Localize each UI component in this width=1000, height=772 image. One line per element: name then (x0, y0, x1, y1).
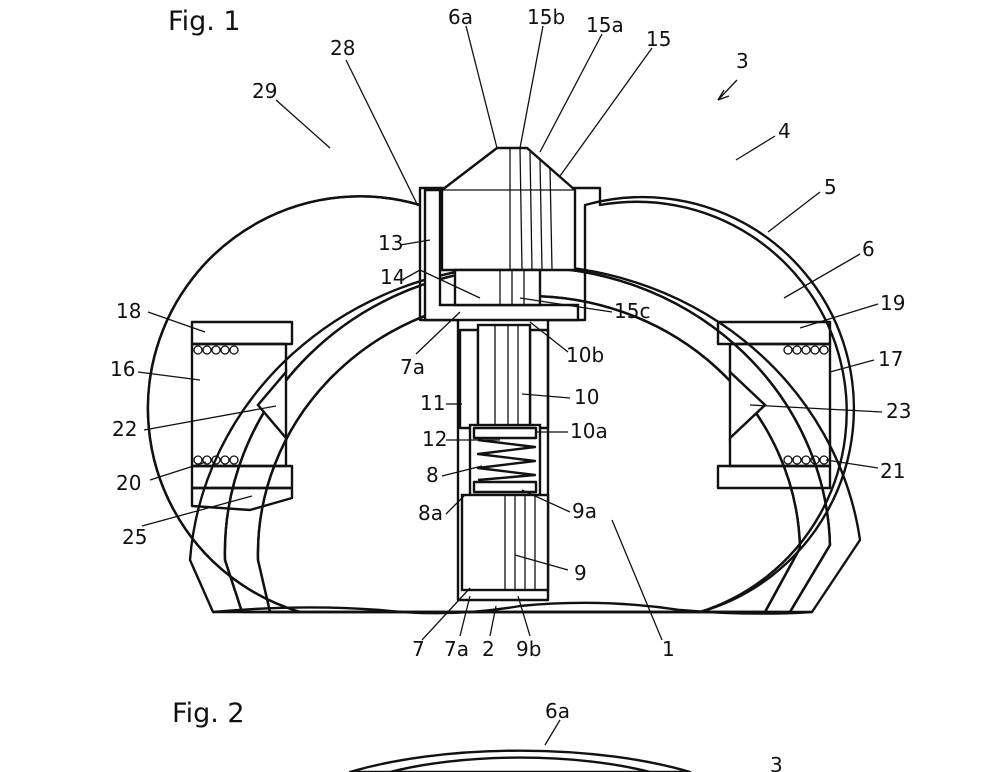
label-3: 3 (736, 49, 749, 73)
left-spring-top (193, 345, 239, 355)
core-ball (146, 195, 856, 614)
label-15a: 15a (586, 13, 624, 37)
label-20: 20 (116, 471, 141, 495)
label-23: 23 (886, 399, 911, 423)
label-17: 17 (878, 347, 903, 371)
break-line (212, 601, 813, 615)
label-14: 14 (380, 265, 405, 289)
label-25: 25 (122, 525, 147, 549)
label-2: 2 (482, 637, 495, 661)
label-9b: 9b (516, 637, 541, 661)
label-10a: 10a (570, 419, 608, 443)
label-21: 21 (880, 459, 905, 483)
leader-lines (137, 25, 883, 641)
label-15b: 15b (527, 5, 565, 29)
label-15c: 15c (614, 299, 650, 323)
label-16: 16 (110, 357, 135, 381)
right-spring-top (783, 345, 829, 355)
label-11: 11 (420, 391, 445, 415)
label-5: 5 (824, 175, 837, 199)
label-18: 18 (116, 299, 141, 323)
label-22: 22 (112, 417, 137, 441)
label-12: 12 (422, 427, 447, 451)
right-spring-bottom (783, 455, 829, 465)
figure-2: Fig. 2 6a 3 (172, 698, 783, 772)
label-28: 28 (330, 36, 355, 60)
label-19: 19 (880, 291, 905, 315)
bottom-seal-plate (190, 486, 294, 512)
label-15: 15 (646, 27, 671, 51)
label-7a-bottom: 7a (444, 637, 469, 661)
reference-labels: 6a 15b 15a 15 3 28 29 4 5 6 13 14 15c 18… (110, 5, 911, 661)
left-seal-block (190, 320, 294, 490)
label-9: 9 (574, 561, 587, 585)
figure-2-title: Fig. 2 (172, 698, 245, 729)
label-1: 1 (662, 637, 675, 661)
label-13: 13 (378, 231, 403, 255)
label-8: 8 (426, 463, 439, 487)
central-pin (423, 146, 580, 322)
spring-chamber (468, 423, 542, 497)
figure-1-title: Fig. 1 (168, 6, 241, 37)
label-10: 10 (574, 385, 599, 409)
label-8a: 8a (418, 501, 443, 525)
figure-1: Fig. 1 (110, 5, 911, 661)
label-6: 6 (862, 237, 875, 261)
lower-plunger (460, 493, 550, 592)
label-29: 29 (252, 79, 277, 103)
bore-sleeve (458, 323, 550, 432)
left-spring-bottom (193, 455, 239, 465)
label-7a-top: 7a (400, 355, 425, 379)
label-10b: 10b (566, 343, 604, 367)
label-4: 4 (778, 119, 791, 143)
fig2-label-6a: 6a (545, 699, 570, 723)
right-seal-block (716, 320, 832, 490)
label-6a: 6a (448, 5, 473, 29)
label-9a: 9a (572, 499, 597, 523)
fig2-label-3: 3 (770, 753, 783, 772)
label-7: 7 (412, 637, 425, 661)
